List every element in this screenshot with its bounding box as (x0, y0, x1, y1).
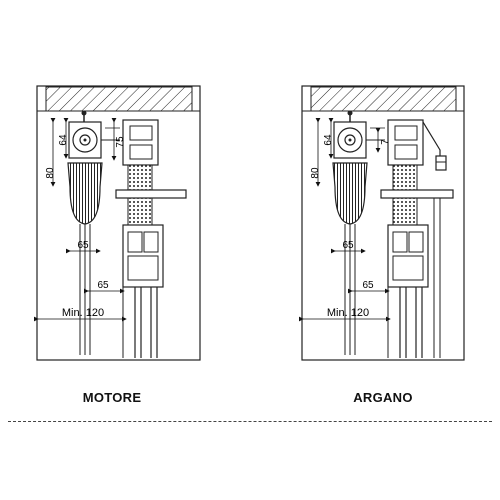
dim-75: 75 (115, 136, 126, 148)
panel-argano: 64 80 7 65 65 Min. 120 (299, 85, 465, 361)
lintel-hatch (310, 86, 457, 112)
dim-min-120: Min. 120 (327, 307, 369, 319)
dashed-separator (8, 421, 492, 422)
caption-argano: ARGANO (353, 390, 413, 405)
dim-65-upper: 65 (342, 240, 354, 251)
dim-65-lower: 65 (97, 280, 109, 291)
dim-65-lower: 65 (362, 280, 374, 291)
dim-64: 64 (323, 134, 334, 146)
lintel-hatch (45, 86, 193, 112)
dim-65-upper: 65 (77, 240, 89, 251)
panel-frame (36, 85, 201, 361)
dim-80: 80 (310, 167, 321, 179)
panel-motore: 64 80 75 65 65 Min. 120 (34, 85, 201, 361)
dim-64: 64 (58, 134, 69, 146)
coil-drum (332, 162, 368, 225)
coil-drum (67, 162, 103, 225)
caption-motore: MOTORE (82, 390, 142, 405)
crank-handle (435, 155, 447, 171)
panel-frame (301, 85, 465, 361)
dim-80: 80 (45, 167, 56, 179)
crank-arm (422, 121, 441, 160)
dim-min-120: Min. 120 (62, 307, 104, 319)
dim-7: 7 (380, 139, 391, 145)
